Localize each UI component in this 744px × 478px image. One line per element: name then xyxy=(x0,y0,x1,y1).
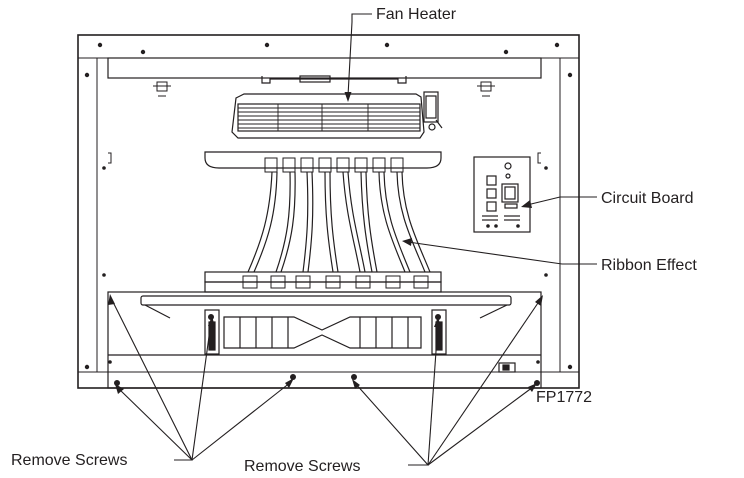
panel-notches xyxy=(108,152,541,164)
lower-ribbon-bar xyxy=(204,271,442,293)
screw-bottom-mid-left xyxy=(290,374,296,380)
outer-frame xyxy=(77,34,580,389)
upper-ribbon-clips xyxy=(264,157,404,173)
frame-holes xyxy=(84,42,573,370)
bottom-tray xyxy=(107,291,542,389)
upper-ribbon-bar xyxy=(204,151,442,169)
leader-lines xyxy=(108,13,597,466)
screw-bottom-mid-right xyxy=(351,374,357,380)
label-remove-screws-right: Remove Screws xyxy=(244,458,360,475)
circuit-board xyxy=(473,156,531,233)
label-circuit-board: Circuit Board xyxy=(601,190,693,207)
label-ribbon-effect: Ribbon Effect xyxy=(601,257,697,274)
screw-bottom-left xyxy=(114,380,120,386)
screws xyxy=(108,314,540,386)
top-brackets xyxy=(153,81,495,97)
label-fan-heater: Fan Heater xyxy=(376,6,457,23)
fan-heater xyxy=(231,75,443,139)
lower-ribbon-clips xyxy=(242,275,429,289)
label-remove-screws-left: Remove Screws xyxy=(11,452,127,469)
ribbons xyxy=(247,171,431,273)
figure-id: FP1772 xyxy=(536,389,592,406)
